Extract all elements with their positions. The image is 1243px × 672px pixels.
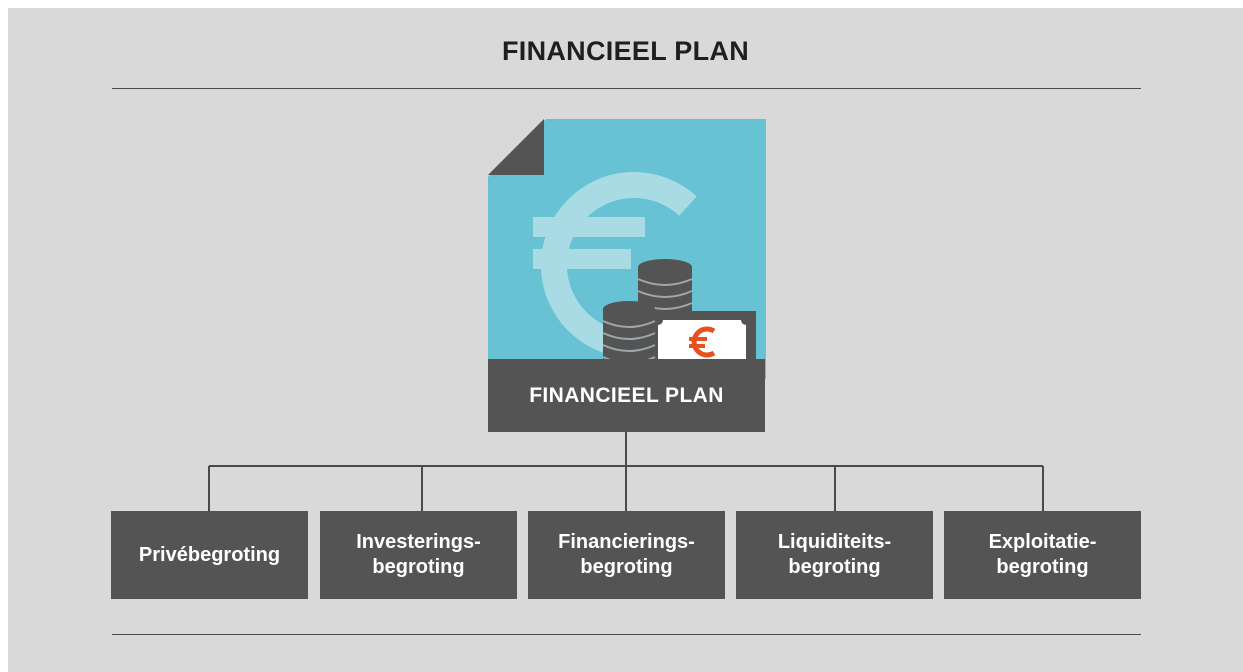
node-label-line2: begroting [580, 556, 673, 578]
node-financieringsbegroting: Financierings- begroting [528, 511, 725, 599]
node-liquiditeitsbegroting: Liquiditeits- begroting [736, 511, 933, 599]
node-label-line2: begroting [788, 556, 881, 578]
node-label-line1: Exploitatie- [988, 531, 1097, 553]
page-title: FINANCIEEL PLAN [501, 36, 749, 66]
node-label-line1: Investerings- [356, 531, 481, 553]
node-label-line2: begroting [372, 556, 465, 578]
node-exploitatiebegroting: Exploitatie- begroting [944, 511, 1141, 599]
bottom-divider [112, 634, 1141, 635]
node-label-line1: Liquiditeits- [777, 531, 892, 553]
node-label-line1: Privébegroting [138, 543, 281, 566]
node-investeringsbegroting: Investerings- begroting [320, 511, 517, 599]
main-node-financieel-plan: FINANCIEEL PLAN [488, 359, 765, 432]
node-label-line1: Financierings- [558, 531, 695, 553]
connector-lines [208, 432, 1044, 511]
financial-document-icon [488, 119, 766, 379]
node-label-line2: begroting [996, 556, 1089, 578]
node-privebegroting: Privébegroting [111, 511, 308, 599]
top-divider [112, 88, 1141, 89]
diagram-canvas: FINANCIEEL PLAN [8, 8, 1243, 672]
